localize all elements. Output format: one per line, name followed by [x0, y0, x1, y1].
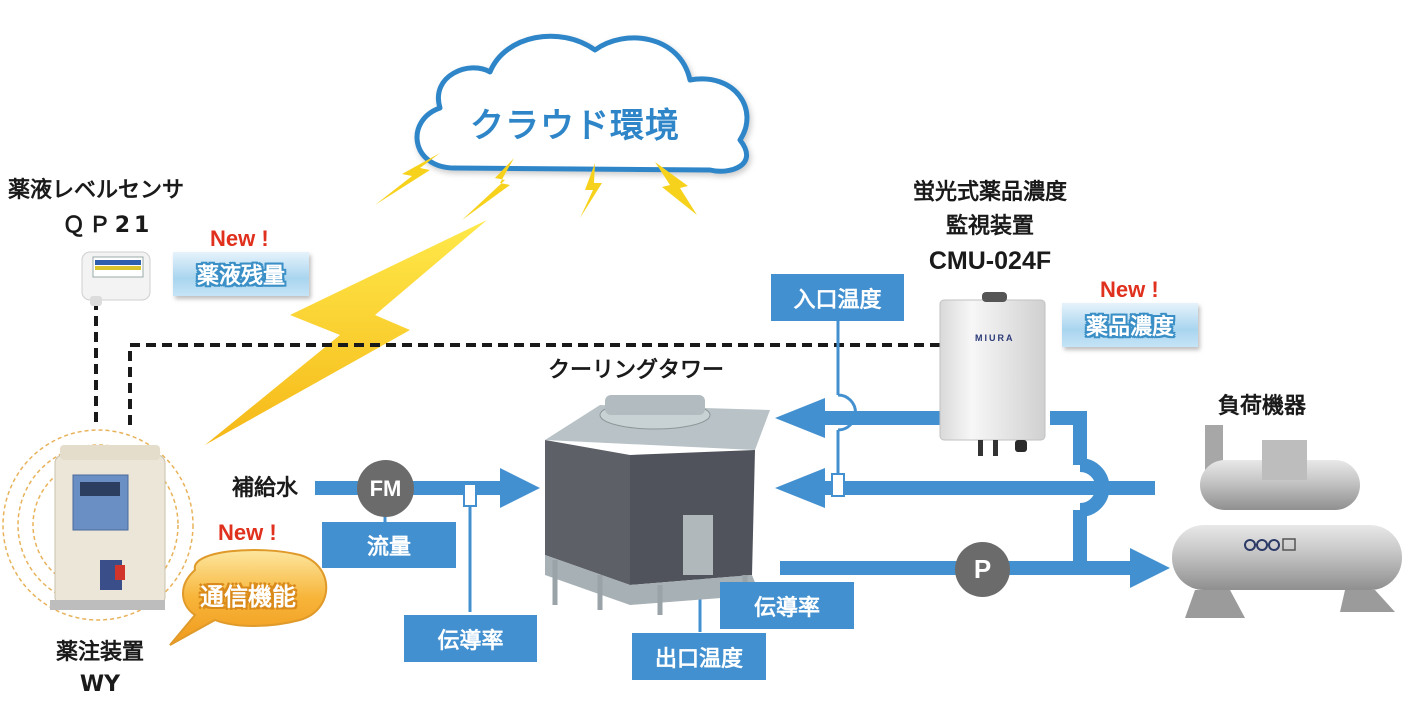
cooling-tower-illustration	[545, 395, 770, 615]
arrow-right-icon	[500, 468, 540, 508]
level-sensor-feature-badge: 薬液残量	[173, 252, 309, 296]
lightning-small-icon	[580, 163, 602, 218]
arrow-right-icon	[1130, 548, 1170, 588]
tag-inlet-temp: 入口温度	[771, 274, 904, 321]
load-equipment-illustration	[1172, 425, 1402, 618]
dosing-unit-name: 薬注装置	[55, 640, 144, 665]
monitor-name-line1: 蛍光式薬品濃度	[912, 180, 1067, 205]
tag-conductivity-makeup: 伝導率	[404, 615, 537, 662]
dosing-unit-new-label: New !	[218, 520, 277, 545]
dosing-unit-model: WY	[79, 672, 121, 697]
dosing-unit-illustration	[50, 445, 166, 610]
monitor-name-line2: 監視装置	[945, 214, 1034, 239]
lightning-small-icon	[462, 158, 514, 220]
cooling-tower-name: クーリングタワー	[548, 358, 725, 383]
flow-arrows	[500, 398, 1170, 588]
level-sensor-name: 薬液レベルセンサ	[8, 178, 185, 203]
tag-outlet-temp: 出口温度	[632, 633, 766, 680]
arrow-left-icon	[775, 398, 825, 438]
lightning-large-icon	[205, 220, 487, 445]
monitor-feature-badge: 薬品濃度	[1062, 303, 1198, 347]
pump-gauge: P	[955, 542, 1010, 597]
arrow-left-icon	[775, 468, 825, 508]
monitor-brand-logo: MIURA	[975, 333, 1015, 343]
monitor-new-label: New !	[1100, 277, 1159, 302]
load-equipment-name: 負荷機器	[1218, 394, 1307, 419]
flow-meter-gauge: FM	[357, 460, 414, 517]
cloud-shape	[414, 33, 750, 174]
tag-conductivity-tower: 伝導率	[720, 582, 854, 629]
dosing-unit-feature-label: 通信機能	[200, 583, 296, 611]
lightning-small-icons	[375, 153, 697, 220]
level-sensor-new-label: New !	[210, 226, 269, 251]
tag-flow: 流量	[322, 522, 456, 568]
speech-bubble	[169, 549, 328, 646]
concentration-monitor-illustration	[939, 292, 1046, 456]
dashed-communication-lines	[94, 300, 945, 425]
lightning-small-icon	[655, 162, 697, 215]
level-sensor-illustration	[81, 251, 151, 306]
monitor-model: CMU-024F	[928, 247, 1052, 275]
makeup-water-label: 補給水	[232, 476, 299, 501]
level-sensor-model: ＱＰ21	[62, 213, 154, 238]
cloud-label: クラウド環境	[470, 106, 680, 146]
